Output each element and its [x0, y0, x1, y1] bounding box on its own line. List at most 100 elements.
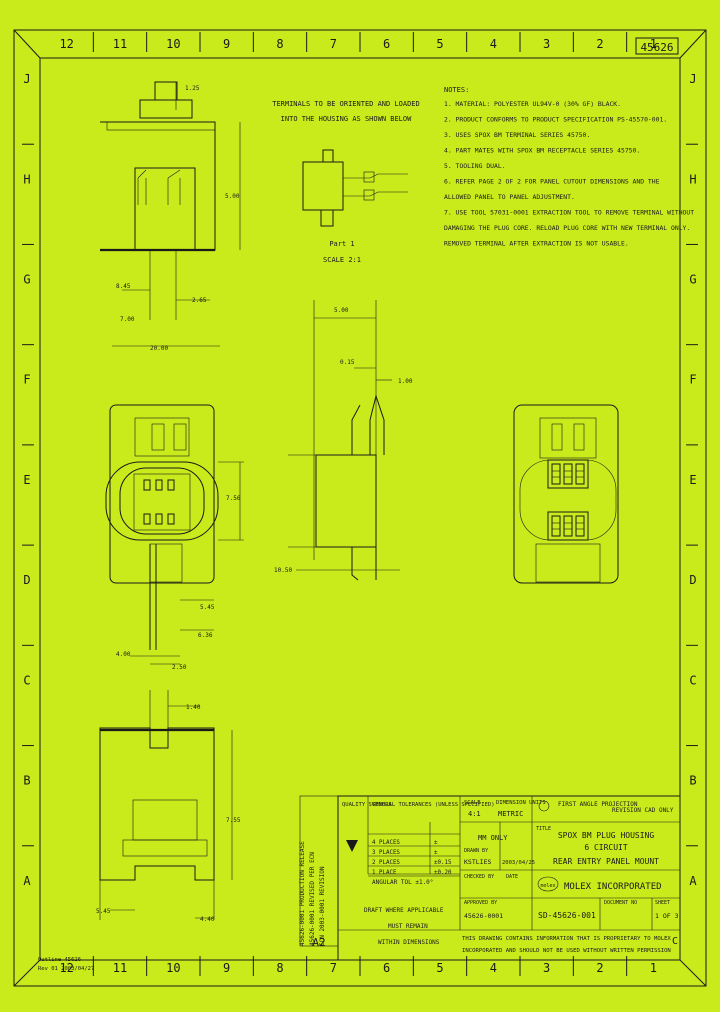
- title-block: QUALITY SYMBOLS GENERAL TOLERANCES (UNLE…: [337, 795, 681, 961]
- row-marker: A: [689, 874, 697, 888]
- front-view-part: 7.56 5.45 6.36 4.00 2.50: [105, 404, 244, 671]
- terminal-slot: [551, 515, 561, 537]
- scale-value: 4:1: [468, 810, 481, 818]
- column-marker: 1: [650, 961, 657, 975]
- dim-label: 5.00: [225, 193, 240, 200]
- dim-label: 1.00: [398, 378, 413, 385]
- dimension-units-label: DIMENSION UNITS: [496, 800, 546, 806]
- proprietary-line1: THIS DRAWING CONTAINS INFORMATION THAT I…: [462, 936, 671, 942]
- tolerance-value: ±0.15: [434, 860, 452, 866]
- dim-label: 5.45: [96, 908, 111, 915]
- drawn-by: KSTLIES: [464, 858, 491, 866]
- terminal-slot: [563, 515, 573, 537]
- row-marker: D: [689, 573, 696, 587]
- column-marker: 12: [59, 37, 73, 51]
- date-label: DATE: [506, 874, 518, 880]
- detail-scale: SCALE 2:1: [323, 256, 361, 264]
- row-marker: B: [23, 774, 30, 788]
- note-item: 4. PART MATES WITH SPOX BM RECEPTACLE SE…: [444, 147, 640, 155]
- proprietary-line2: INCORPORATED AND SHOULD NOT BE USED WITH…: [462, 948, 671, 954]
- notes-title: NOTES:: [444, 86, 469, 94]
- rear-view-part: [513, 404, 619, 584]
- dim-label: 5.45: [200, 604, 215, 611]
- dim-label: 6.36: [198, 632, 213, 639]
- sheet-size: A2: [312, 936, 325, 949]
- mm-only: MM ONLY: [478, 834, 508, 842]
- units-value: METRIC: [498, 810, 523, 818]
- row-marker: H: [23, 172, 30, 186]
- tolerance-value: ±: [434, 850, 438, 856]
- dim-label: 20.00: [150, 345, 168, 352]
- corner-note-2: Rev 01 2003/04/27: [38, 966, 94, 972]
- revision-line: ECN 2003-0001 REVISION: [319, 866, 326, 946]
- approved-by-label: APPROVED BY: [464, 900, 497, 906]
- projection-symbol-icon: [538, 800, 550, 812]
- assembly-detail: TERMINALS TO BE ORIENTED AND LOADED INTO…: [272, 100, 420, 264]
- column-marker: 4: [490, 961, 497, 975]
- angular-tolerance: ANGULAR TOL ±1.0°: [372, 879, 433, 886]
- tolerance-label: 1 PLACE: [372, 870, 397, 876]
- note-item: ALLOWED PANEL TO PANEL ADJUSTMENT.: [444, 193, 575, 201]
- revision-letter: C: [672, 936, 678, 947]
- note-item: REMOVED TERMINAL AFTER EXTRACTION IS NOT…: [444, 240, 629, 248]
- column-marker: 4: [490, 37, 497, 51]
- note-item: DAMAGING THE PLUG CORE. RELOAD PLUG CORE…: [444, 224, 690, 232]
- assembly-note-line2: INTO THE HOUSING AS SHOWN BELOW: [281, 115, 412, 123]
- note-item: 2. PRODUCT CONFORMS TO PRODUCT SPECIFICA…: [444, 116, 667, 124]
- note-item: 1. MATERIAL: POLYESTER UL94V-0 (30% GF) …: [444, 100, 621, 108]
- row-marker: A: [23, 874, 31, 888]
- tolerance-label: 3 PLACES: [372, 850, 400, 856]
- row-marker: J: [689, 72, 696, 86]
- general-tolerances-header: GENERAL TOLERANCES (UNLESS SPECIFIED): [372, 802, 495, 808]
- must-remain: MUST REMAIN: [388, 923, 428, 930]
- drawn-date: 2003/04/25: [502, 860, 535, 866]
- column-marker: 11: [113, 961, 127, 975]
- dim-label: 0.15: [340, 359, 355, 366]
- column-marker: 3: [543, 37, 550, 51]
- row-marker: J: [23, 72, 30, 86]
- dim-label: 7.55: [226, 817, 241, 824]
- row-marker: C: [689, 673, 696, 687]
- cad-note: REVISION CAD ONLY: [612, 807, 674, 814]
- row-marker: H: [689, 172, 696, 186]
- revision-line: 45626-0001 REVISED PER ECN: [309, 852, 316, 946]
- row-marker: G: [689, 273, 696, 287]
- molex-logo-text: molex: [540, 883, 555, 889]
- dim-label: 2.65: [192, 297, 207, 304]
- molex-logo: [537, 876, 559, 892]
- assembly-note-line1: TERMINALS TO BE ORIENTED AND LOADED: [272, 100, 420, 108]
- dim-label: 4.40: [200, 916, 215, 923]
- material-no: 45626-0001: [464, 912, 503, 920]
- dim-label: 10.50: [274, 567, 292, 574]
- terminal-slot: [575, 463, 585, 485]
- column-marker: 10: [166, 37, 180, 51]
- column-marker: 8: [276, 961, 283, 975]
- bottom-view-part: 1.40 7.55 5.45 4.40: [96, 690, 241, 923]
- drawing-number-tab-text: 45626: [640, 41, 673, 54]
- drawing-number-tab: [635, 37, 679, 55]
- drawn-by-label: DRAWN BY: [464, 848, 488, 854]
- column-marker: 6: [383, 961, 390, 975]
- title-line3: REAR ENTRY PANEL MOUNT: [553, 857, 659, 866]
- tolerance-value: ±0.20: [434, 870, 452, 876]
- note-item: 6. REFER PAGE 2 OF 2 FOR PANEL CUTOUT DI…: [444, 178, 660, 186]
- column-marker: 1: [650, 37, 657, 51]
- terminal-slot: [563, 463, 573, 485]
- dim-label: 2.50: [172, 664, 187, 671]
- note-item: 5. TOOLING DUAL.: [444, 162, 506, 170]
- quality-symbols-label: QUALITY SYMBOLS: [342, 802, 392, 808]
- within-dimensions: WITHIN DIMENSIONS: [378, 939, 440, 946]
- column-marker: 12: [59, 961, 73, 975]
- dim-label: 7.00: [120, 316, 135, 323]
- title-line2: 6 CIRCUIT: [584, 843, 628, 852]
- note-item: 7. USE TOOL 57031-0001 EXTRACTION TOOL T…: [444, 209, 694, 217]
- dim-label: 8.45: [116, 283, 131, 290]
- detail-label: Part 1: [329, 240, 354, 248]
- column-marker: 6: [383, 37, 390, 51]
- dim-label: 4.00: [116, 651, 131, 658]
- outer-frame: [13, 29, 707, 987]
- notes-block: NOTES: 1. MATERIAL: POLYESTER UL94V-0 (3…: [444, 86, 694, 248]
- side-view-part: 5.00 0.15 1.00 10.50: [274, 300, 413, 581]
- row-marker: F: [689, 373, 696, 387]
